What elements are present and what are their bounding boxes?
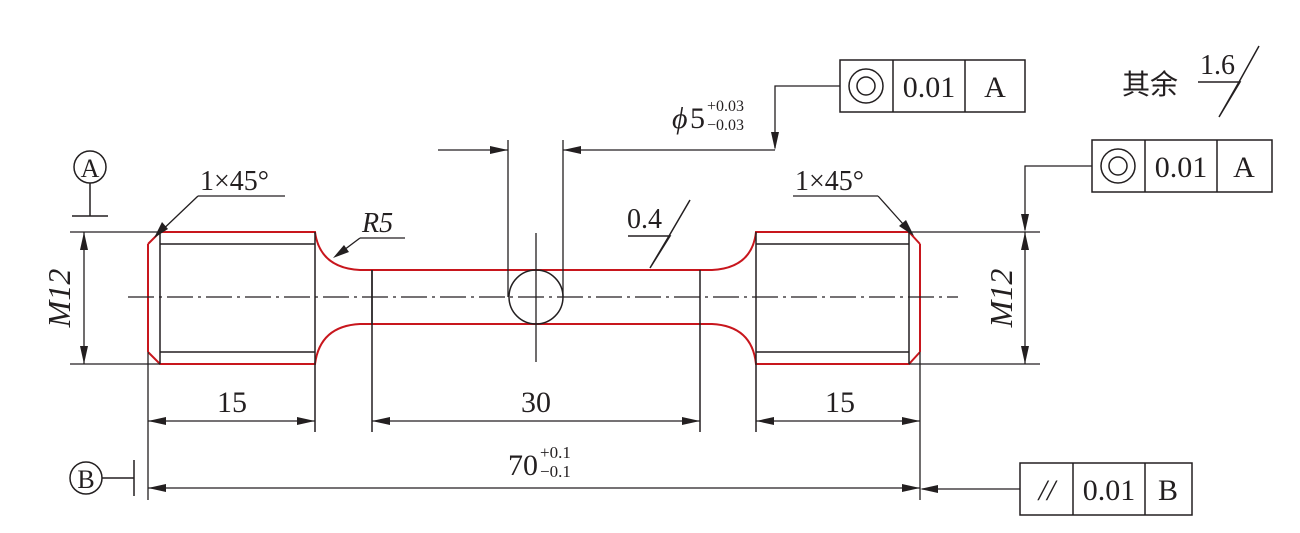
dim-hole-diameter: ϕ 5 +0.03 −0.03 xyxy=(438,98,775,154)
parallelism-value: 0.01 xyxy=(1083,474,1136,507)
total-length-base: 70 xyxy=(508,449,538,482)
chamfer-right-callout: 1×45° xyxy=(793,166,914,236)
fillet-callout: R5 xyxy=(333,208,405,258)
datum-a: A xyxy=(72,150,108,217)
dim-middle-length: 30 xyxy=(372,386,700,425)
chamfer-left-callout: 1×45° xyxy=(154,166,285,238)
coaxiality-icon xyxy=(1100,148,1136,184)
top-frame-value: 0.01 xyxy=(903,71,956,104)
parallelism-datum: B xyxy=(1158,474,1178,507)
thread-right-label: M12 xyxy=(983,269,1019,329)
dim-right-length: 15 xyxy=(756,386,920,425)
surface-finish-other: 其余 1.6 xyxy=(1122,45,1260,118)
dim-thread-left: M12 xyxy=(41,232,88,364)
part-outline xyxy=(147,231,921,365)
coaxiality-icon xyxy=(848,68,884,104)
hole-diameter-symbol: ϕ xyxy=(672,102,688,135)
tolerance-frame-right: 0.01 A xyxy=(1021,139,1273,232)
total-length-lower-tol: −0.1 xyxy=(540,462,571,481)
surface-finish-local-value: 0.4 xyxy=(627,204,662,235)
surface-finish-other-value: 1.6 xyxy=(1200,50,1235,81)
fillet-label: R5 xyxy=(361,208,393,239)
dim-left-length: 15 xyxy=(148,386,315,425)
right-frame-value: 0.01 xyxy=(1155,151,1208,184)
datum-a-label: A xyxy=(81,154,100,183)
chamfer-left-label: 1×45° xyxy=(200,166,269,197)
right-length-label: 15 xyxy=(825,386,855,419)
hole-upper-tol: +0.03 xyxy=(707,98,744,115)
top-frame-datum: A xyxy=(984,71,1006,104)
dim-total-length: 70 +0.1 −0.1 xyxy=(148,443,920,492)
datum-b: B xyxy=(69,460,135,496)
parallelism-icon: // xyxy=(1037,474,1058,507)
surface-finish-local: 0.4 xyxy=(627,199,691,269)
hole-lower-tol: −0.03 xyxy=(707,117,744,134)
right-frame-datum: A xyxy=(1233,151,1255,184)
chamfer-right-label: 1×45° xyxy=(795,166,864,197)
part-lower-contour xyxy=(147,323,921,365)
tolerance-frame-top: 0.01 A xyxy=(771,59,1026,150)
total-length-upper-tol: +0.1 xyxy=(540,443,571,462)
part-upper-contour xyxy=(147,231,921,271)
left-length-label: 15 xyxy=(217,386,247,419)
cross-hole xyxy=(507,140,564,362)
dim-thread-right: M12 xyxy=(983,232,1029,364)
surface-finish-other-label: 其余 xyxy=(1122,69,1178,101)
datum-b-label: B xyxy=(77,465,94,494)
thread-left-label: M12 xyxy=(41,269,77,329)
hole-diameter-value: 5 xyxy=(690,102,705,135)
tolerance-frame-parallelism: // 0.01 B xyxy=(920,462,1193,516)
extension-lines xyxy=(70,231,1040,500)
middle-length-label: 30 xyxy=(521,386,551,419)
